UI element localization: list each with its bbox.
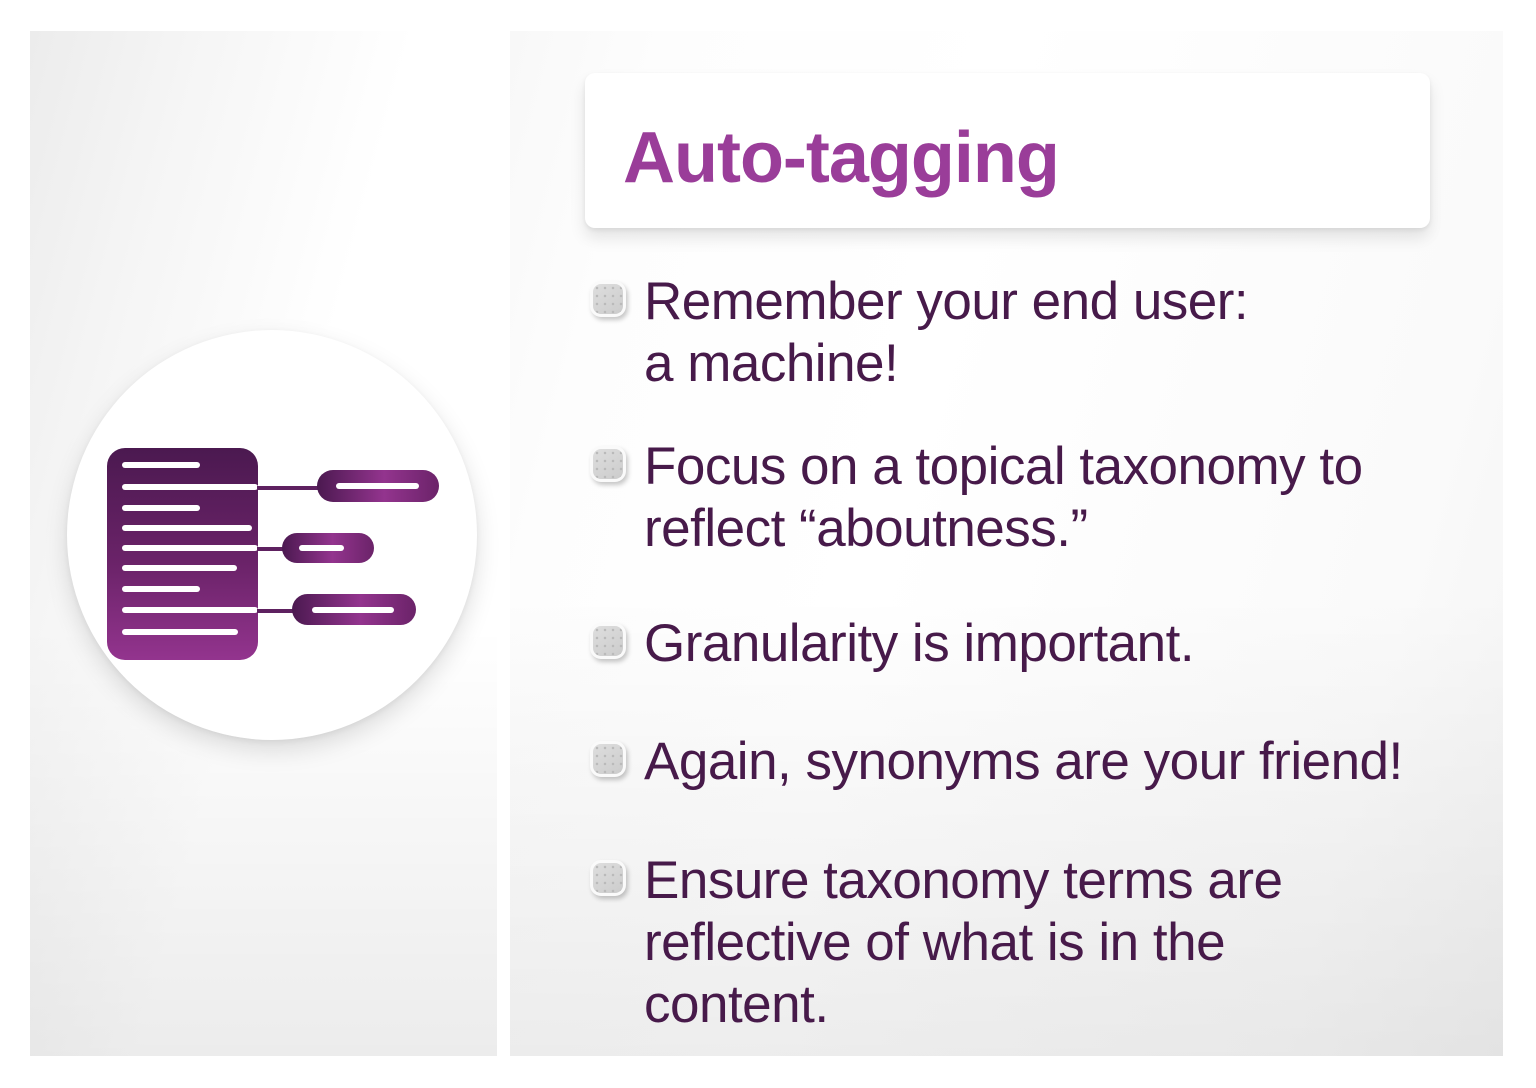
- connector-line: [257, 547, 287, 551]
- doc-text-line: [122, 607, 258, 613]
- bullet-item: Remember your end user: a machine!: [590, 271, 1249, 395]
- bullet-item: Again, synonyms are your friend!: [590, 731, 1403, 793]
- page-title: Auto-tagging: [623, 117, 1060, 198]
- bullet-text: Granularity is important.: [644, 614, 1195, 673]
- bullet-marker-icon: [590, 741, 626, 777]
- bullet-text: Ensure taxonomy terms are reflective of …: [644, 851, 1283, 1034]
- bullet-text: Again, synonyms are your friend!: [644, 732, 1403, 791]
- tag-pill-label-line: [312, 606, 394, 613]
- tag-pill: [292, 594, 416, 625]
- tag-pill: [282, 533, 374, 563]
- bullet-marker-icon: [590, 623, 626, 659]
- doc-text-line: [122, 525, 252, 531]
- doc-text-line: [122, 545, 258, 551]
- document-with-tags-icon: [67, 330, 477, 740]
- doc-text-line: [122, 462, 200, 468]
- bullet-text: Focus on a topical taxonomy to reflect “…: [644, 437, 1363, 558]
- right-panel: Auto-tagging Remember your end user: a m…: [510, 31, 1503, 1056]
- bullet-marker-icon: [590, 860, 626, 896]
- bullet-item: Focus on a topical taxonomy to reflect “…: [590, 436, 1363, 560]
- doc-text-line: [122, 565, 237, 571]
- doc-text-line: [122, 484, 258, 490]
- document-shape: [107, 448, 258, 660]
- bullet-marker-icon: [590, 446, 626, 482]
- doc-text-line: [122, 505, 200, 511]
- title-card: Auto-tagging: [585, 73, 1430, 228]
- bullet-text: Remember your end user: a machine!: [644, 272, 1249, 393]
- bullet-list: Remember your end user: a machine! Focus…: [510, 31, 1503, 1056]
- bullet-marker-icon: [590, 281, 626, 317]
- tag-pill-label-line: [299, 545, 344, 551]
- bullet-item: Granularity is important.: [590, 613, 1195, 675]
- bullet-item: Ensure taxonomy terms are reflective of …: [590, 850, 1283, 1036]
- tag-pill: [317, 470, 439, 502]
- icon-badge-circle: [67, 330, 477, 740]
- doc-text-line: [122, 629, 238, 635]
- doc-text-line: [122, 586, 200, 592]
- left-panel: [30, 31, 497, 1056]
- connector-line: [257, 609, 297, 613]
- tag-pill-label-line: [336, 483, 419, 489]
- connector-line: [257, 486, 321, 490]
